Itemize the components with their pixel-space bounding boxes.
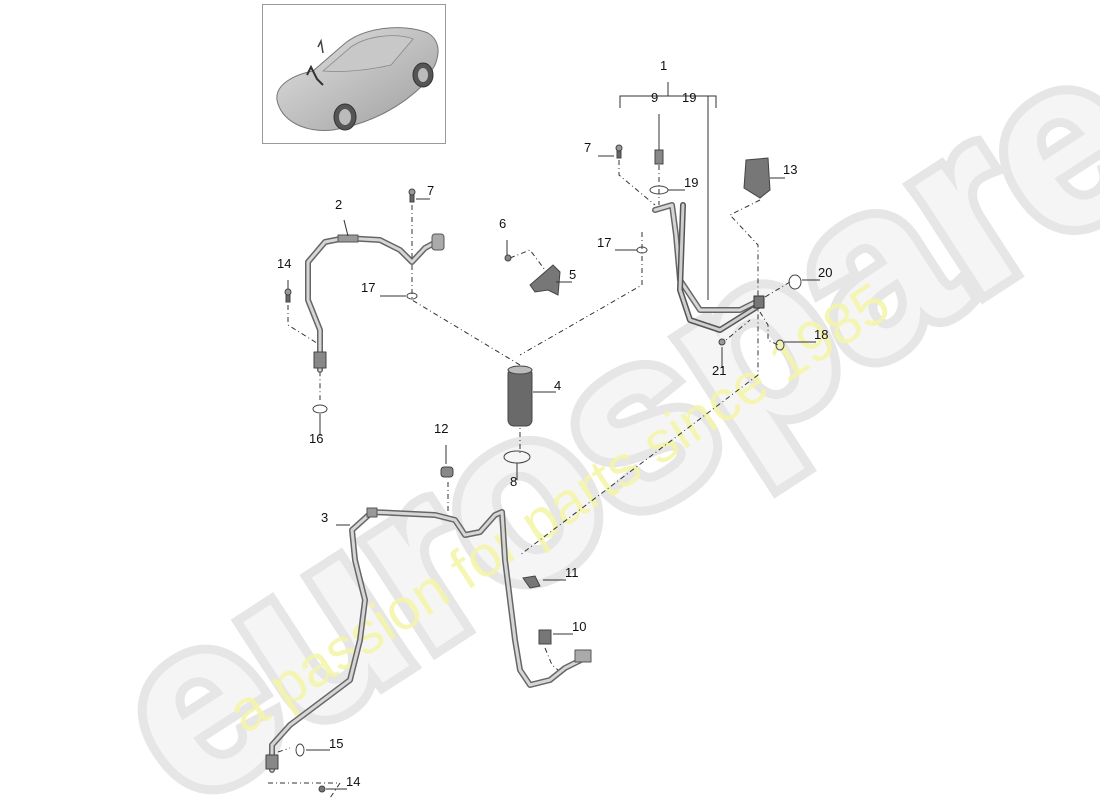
car-icon bbox=[276, 27, 439, 131]
group-bracket bbox=[619, 95, 717, 108]
callout-2[interactable]: 2 bbox=[335, 197, 343, 212]
callout-1[interactable]: 1 bbox=[660, 58, 668, 73]
callout-8[interactable]: 8 bbox=[510, 474, 518, 489]
callout-10[interactable]: 10 bbox=[572, 619, 587, 634]
callout-21[interactable]: 21 bbox=[712, 363, 727, 378]
callout-18[interactable]: 18 bbox=[814, 327, 829, 342]
callout-16[interactable]: 16 bbox=[309, 431, 324, 446]
callout-13[interactable]: 13 bbox=[783, 162, 798, 177]
callout-3[interactable]: 3 bbox=[321, 510, 329, 525]
callout-14[interactable]: 14 bbox=[277, 256, 292, 271]
callout-7[interactable]: 7 bbox=[584, 140, 592, 155]
callout-11[interactable]: 11 bbox=[565, 565, 579, 580]
callout-6[interactable]: 6 bbox=[499, 216, 507, 231]
callout-4[interactable]: 4 bbox=[554, 378, 562, 393]
callout-9[interactable]: 9 bbox=[651, 90, 659, 105]
callout-12[interactable]: 12 bbox=[434, 421, 449, 436]
callout-19[interactable]: 19 bbox=[684, 175, 699, 190]
callout-20[interactable]: 20 bbox=[818, 265, 833, 280]
callout-17[interactable]: 17 bbox=[597, 235, 612, 250]
callout-14[interactable]: 14 bbox=[346, 774, 361, 789]
callout-5[interactable]: 5 bbox=[569, 267, 577, 282]
callout-17[interactable]: 17 bbox=[361, 280, 376, 295]
callout-19[interactable]: 19 bbox=[682, 90, 697, 105]
callout-15[interactable]: 15 bbox=[329, 736, 344, 751]
vehicle-thumbnail bbox=[262, 4, 446, 144]
callout-7[interactable]: 7 bbox=[427, 183, 435, 198]
